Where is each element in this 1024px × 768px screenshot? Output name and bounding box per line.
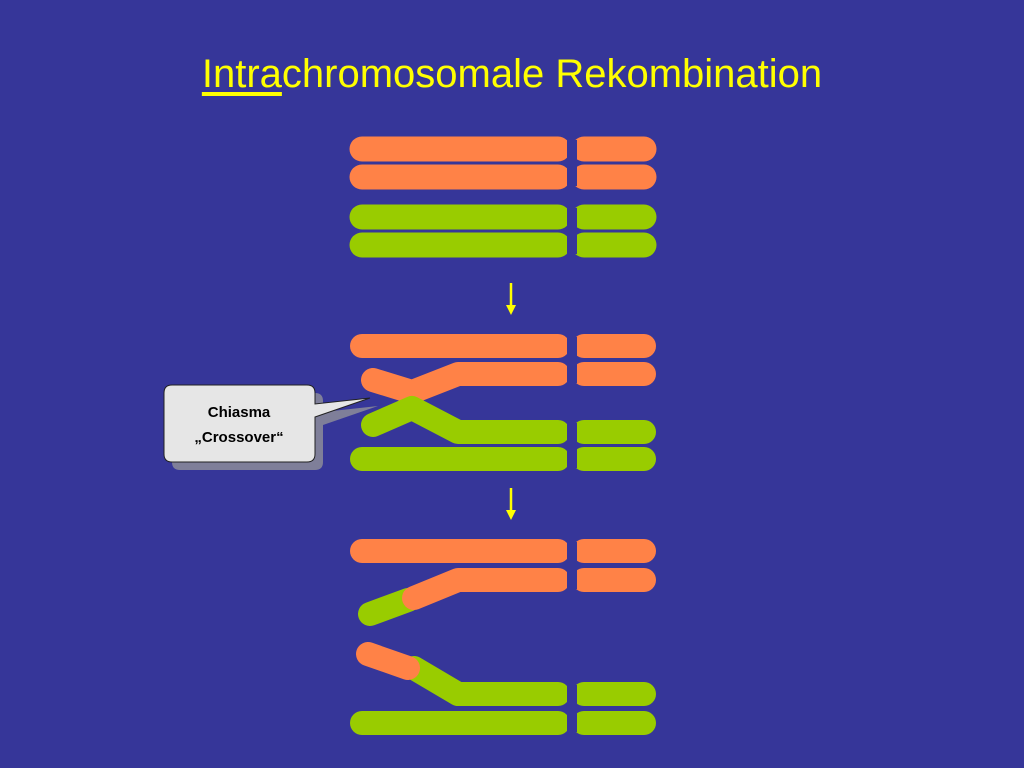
arrow-down-icon <box>506 488 516 520</box>
chiasma-callout: Chiasma „Crossover“ <box>163 384 378 470</box>
recombinant-green-chromatid <box>402 656 570 706</box>
stage-chiasma-crossover <box>350 334 656 471</box>
stage-before-recombination <box>349 136 657 258</box>
slide-title: Intrachromosomale Rekombination <box>0 48 1024 100</box>
title-prefix-underlined: Intra <box>201 52 282 96</box>
green-chromosome <box>349 204 657 258</box>
orange-chromatid-crossing <box>361 362 570 404</box>
green-chromatid-crossing <box>361 396 570 444</box>
callout-line-1: Chiasma <box>208 404 271 421</box>
centromeres <box>567 140 577 732</box>
title-rest: chromosomale Rekombination <box>281 52 823 96</box>
stage-arrows <box>506 283 516 520</box>
stage-after-recombination <box>350 539 656 735</box>
callout-line-2: „Crossover“ <box>194 429 283 446</box>
orange-chromosome <box>349 136 657 190</box>
recombinant-orange-tip <box>356 642 420 680</box>
recombinant-green-tip <box>358 588 420 626</box>
recombinant-orange-chromatid <box>402 568 570 610</box>
arrow-down-icon <box>506 283 516 315</box>
